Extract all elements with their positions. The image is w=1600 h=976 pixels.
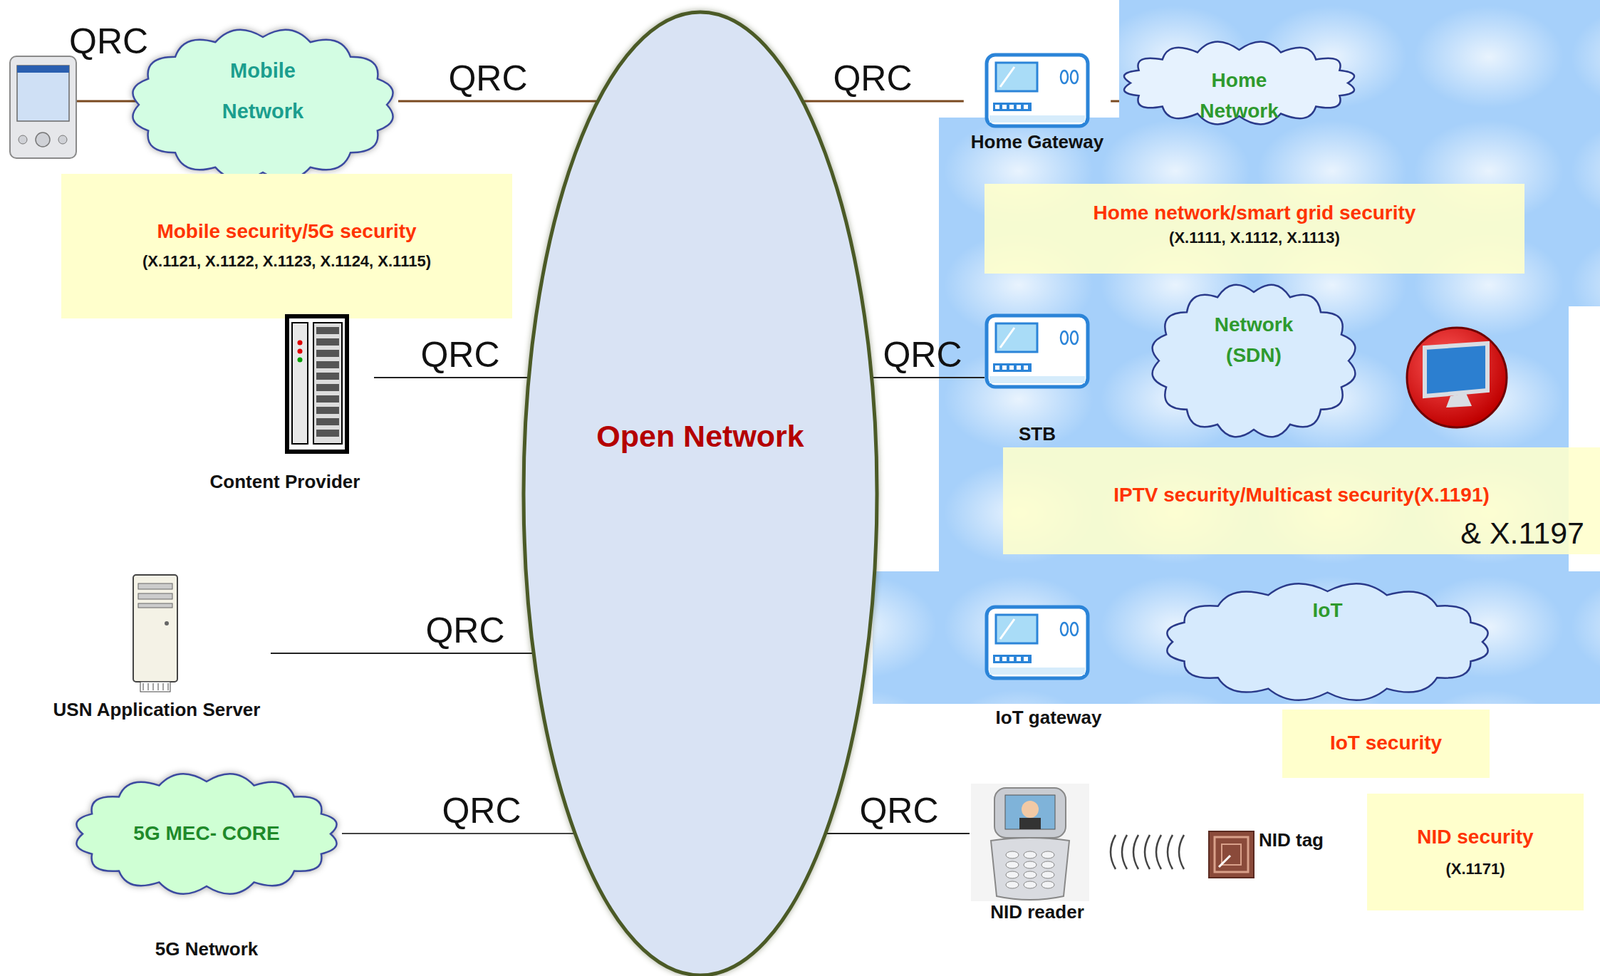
- security-title: IPTV security/Multicast security(X.1191): [1113, 482, 1490, 508]
- cloud-label: Network (SDN): [1196, 309, 1311, 371]
- security-box: Home network/smart grid security(X.1111,…: [984, 183, 1525, 274]
- tv-icon: [1406, 327, 1507, 428]
- tag-icon: [1208, 831, 1254, 878]
- ellipse-outline: [520, 9, 880, 976]
- connector-line: [341, 832, 574, 835]
- dev-icon: [984, 52, 1090, 131]
- radio-waves: [1110, 834, 1184, 870]
- device-label: Content Provider: [210, 470, 361, 493]
- cloud-outline: [1161, 579, 1494, 704]
- phone-icon: [969, 783, 1091, 902]
- sdn-cloud: Network (SDN): [1147, 280, 1360, 441]
- dev-icon: [984, 313, 1090, 409]
- nid-reader-phone: NID reader: [969, 783, 1105, 923]
- srv-icon: [284, 314, 350, 454]
- connector-label: QRC: [441, 790, 521, 831]
- mobile-network-cloud: Mobile Network: [127, 25, 399, 184]
- device-label: IoT gateway: [995, 706, 1103, 729]
- stb-device: STB: [984, 313, 1090, 446]
- content-provider-server: Content Provider: [195, 314, 374, 496]
- connector-line: [270, 652, 533, 654]
- connector-label: QRC: [859, 790, 939, 831]
- device-label: STB: [1018, 423, 1056, 445]
- cloud-shape: [1166, 583, 1488, 701]
- security-title: IoT security: [1330, 730, 1442, 756]
- connector-label: QRC: [832, 58, 912, 99]
- connector-line: [373, 376, 528, 379]
- pda-icon: [9, 56, 143, 159]
- connector-label: QRC: [882, 334, 962, 375]
- security-box: IoT security: [1282, 709, 1490, 778]
- dev-icon: [984, 604, 1090, 682]
- cloud-label: Home Network: [1178, 64, 1301, 127]
- nid-tag: NID tag: [1208, 826, 1345, 880]
- cloud-shape: [76, 773, 337, 895]
- security-box: Mobile security/5G security (X.1121, X.11…: [61, 173, 513, 319]
- connector-line: [827, 832, 970, 835]
- iot-cloud: IoT: [1161, 579, 1494, 704]
- cloud-label: IoT: [1312, 598, 1343, 623]
- cloud-shape: [132, 29, 393, 181]
- home-gateway-device: Home Gateway: [963, 52, 1111, 154]
- blue-panel: [872, 571, 1600, 704]
- home-network-cloud: Home Network: [1119, 38, 1360, 128]
- connector-label: QRC: [448, 58, 528, 99]
- connector-line: [398, 100, 597, 103]
- tower-icon: [129, 573, 184, 695]
- device-label: NID tag: [1258, 829, 1324, 851]
- connector-label: QRC: [420, 334, 500, 375]
- device-label: USN Application Server: [53, 698, 261, 721]
- connector-line: [1110, 100, 1120, 103]
- security-title: NID security: [1416, 824, 1534, 850]
- security-box: NID security (X.1171): [1367, 793, 1584, 911]
- device-label: Home Gateway: [970, 131, 1104, 153]
- security-title: Mobile security/5G security: [156, 219, 417, 244]
- connector-line: [873, 376, 985, 379]
- link-label: QRC: [69, 21, 149, 62]
- cloud-shape: [1152, 284, 1356, 437]
- security-box: IPTV security/Multicast security(X.1191)…: [1003, 447, 1600, 555]
- iot-gateway-device: IoT gateway: [984, 604, 1113, 730]
- network-title: Open Network: [596, 418, 805, 454]
- cloud-label: Mobile Network: [202, 50, 324, 132]
- usn-application-server: USN Application Server: [42, 573, 271, 724]
- 5g-mec-core-cloud: 5G MEC- CORE 5G Network: [71, 770, 342, 966]
- standard-list: (X.1121, X.1122, X.1123, X.1124, X.1115): [142, 252, 431, 271]
- open-network-ellipse: Open Network: [520, 9, 880, 976]
- connector-line: [804, 100, 964, 103]
- ellipse-shape: [523, 12, 877, 976]
- standard-list: (X.1171): [1445, 859, 1505, 879]
- network-caption: 5G Network: [155, 938, 259, 960]
- standard-number: & X.1197: [1460, 515, 1585, 551]
- security-title: Home network/smart grid security: [1093, 200, 1417, 226]
- device-label: NID reader: [990, 901, 1085, 923]
- standard-list: (X.1111, X.1112, X.1113): [1169, 228, 1340, 248]
- cloud-label: 5G MEC- CORE: [133, 821, 280, 846]
- connector-label: QRC: [425, 610, 505, 651]
